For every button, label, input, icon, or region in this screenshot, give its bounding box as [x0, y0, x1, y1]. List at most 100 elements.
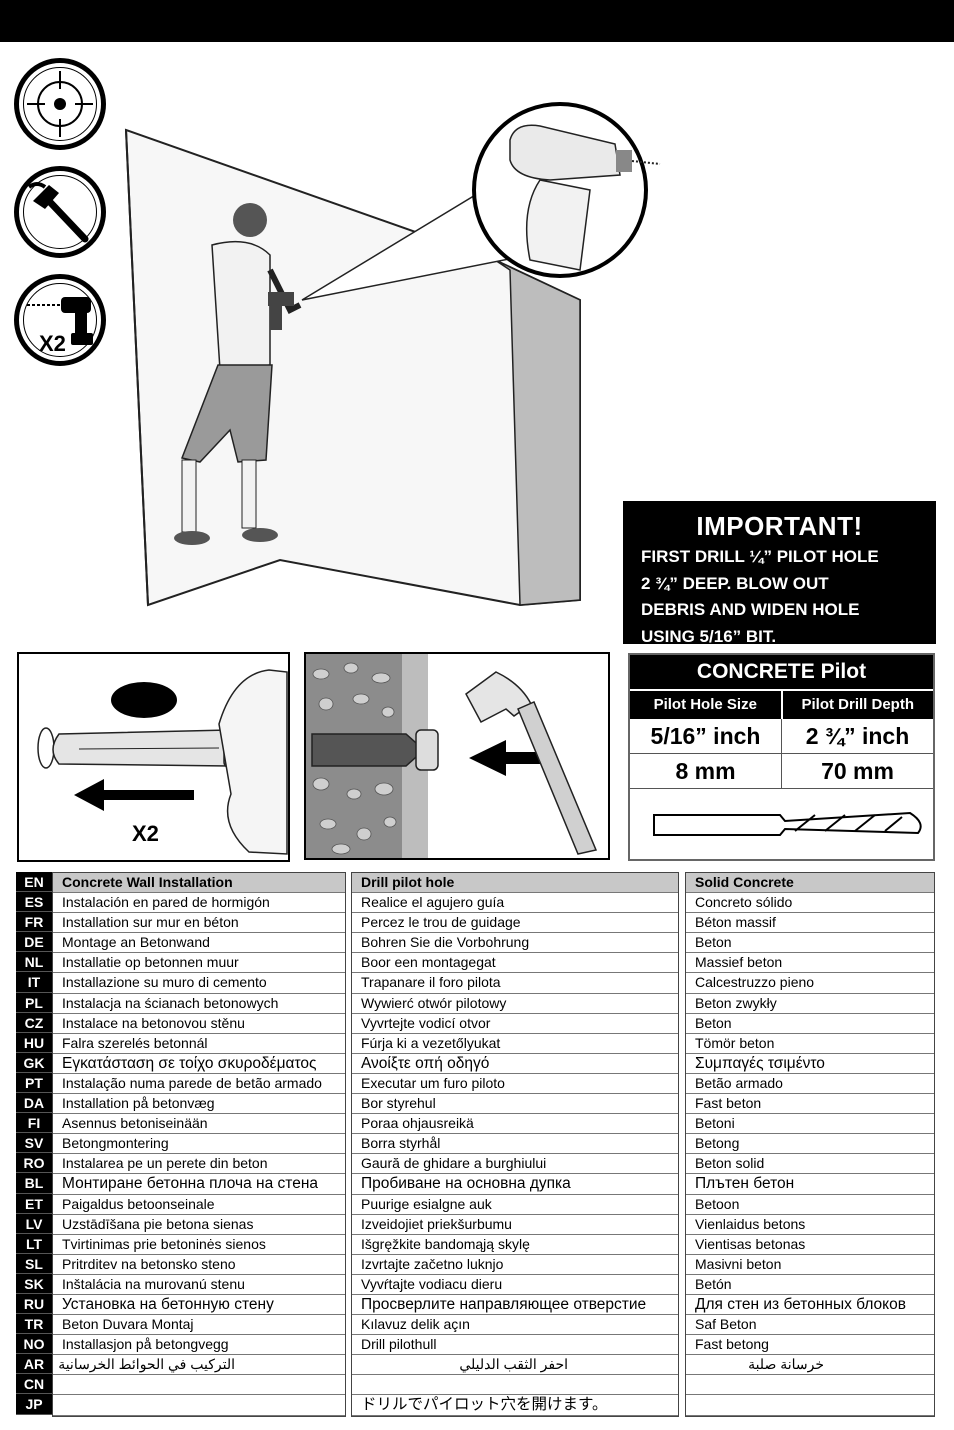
important-notice: IMPORTANT! FIRST DRILL ¼” PILOT HOLE 2 ¾… [623, 501, 936, 646]
pilot-drill-depth-header: Pilot Drill Depth [782, 689, 933, 719]
drill-pilot-hole-cell: Drill pilot hole [352, 873, 678, 894]
drill-pilot-hole-cell: Drill pilothull [352, 1335, 678, 1356]
installation-title-cell: Concrete Wall Installation [53, 873, 345, 894]
header-bar [0, 0, 954, 42]
drill-pilot-hole-cell: Gaură de ghidare a burghiului [352, 1154, 678, 1175]
language-code: HU [16, 1033, 52, 1053]
drill-pilot-hole-cell: Fúrja ki a vezetőlyukat [352, 1034, 678, 1054]
installation-title-cell: Instalacja na ścianach betonowych [53, 994, 345, 1014]
installation-title-cell: Paigaldus betoonseinale [53, 1195, 345, 1215]
concrete-pilot-table: CONCRETE Pilot Pilot Hole Size Pilot Dri… [628, 653, 935, 861]
solid-concrete-cell: Solid Concrete [686, 873, 934, 894]
drill-pilot-hole-cell: Realice el agujero guía [352, 893, 678, 914]
drill-pilot-hole-cell: Vyvrtejte vodicí otvor [352, 1014, 678, 1034]
language-code: LV [16, 1214, 52, 1234]
drill-pilot-hole-cell: Borra styrhål [352, 1134, 678, 1155]
language-code: BL [16, 1173, 52, 1194]
solid-concrete-cell: Fast beton [686, 1094, 934, 1115]
solid-concrete-cell: Beton [686, 933, 934, 954]
installation-title-cell: Instalarea pe un perete din beton [53, 1154, 345, 1175]
hammer-anchor-illustration [306, 654, 598, 858]
installation-title-cell: Instalace na betonovou stěnu [53, 1014, 345, 1034]
language-code: ES [16, 892, 52, 913]
solid-concrete-cell: Плътен бетон [686, 1174, 934, 1195]
solid-concrete-cell: Betoon [686, 1195, 934, 1215]
solid-concrete-cell: Для стен из бетонных блоков [686, 1295, 934, 1316]
solid-concrete-cell: Calcestruzzo pieno [686, 973, 934, 994]
solid-concrete-cell [686, 1375, 934, 1396]
language-code: DA [16, 1093, 52, 1114]
language-code: CZ [16, 1013, 52, 1033]
solid-concrete-cell: Béton massif [686, 913, 934, 934]
language-code: ET [16, 1194, 52, 1214]
imperial-drill-depth: 2 ¾” inch [782, 719, 933, 754]
solid-concrete-cell: Vientisas betonas [686, 1235, 934, 1255]
drill-pilot-hole-cell: Trapanare il foro pilota [352, 973, 678, 994]
installation-title-cell: Asennus betoniseinään [53, 1114, 345, 1135]
drill-count: X2 [39, 331, 66, 356]
drill-pilot-hole-cell: Просверлите направляющее отверстие [352, 1295, 678, 1316]
language-code: IT [16, 972, 52, 993]
language-code: SV [16, 1133, 52, 1154]
solid-concrete-cell: Betong [686, 1134, 934, 1155]
anchor-insertion-panel: X2 [17, 652, 290, 862]
drill-pilot-hole-cell: احفر الثقب الدليلي [352, 1355, 678, 1376]
language-code: PT [16, 1073, 52, 1094]
language-code: RU [16, 1294, 52, 1315]
important-title: IMPORTANT! [696, 511, 863, 541]
solid-concrete-cell: Beton zwykły [686, 994, 934, 1014]
language-code: RO [16, 1153, 52, 1174]
installation-title-cell: Uzstādīšana pie betona sienas [53, 1215, 345, 1235]
solid-concrete-cell: Betão armado [686, 1074, 934, 1095]
drill-pilot-hole-cell: Izveidojiet priekšurbumu [352, 1215, 678, 1235]
solid-concrete-cell: Tömör beton [686, 1034, 934, 1054]
drill-pilot-hole-cell [352, 1375, 678, 1396]
solid-concrete-cell: Concreto sólido [686, 893, 934, 914]
installation-title-cell: Inštalácia na murovanú stenu [53, 1275, 345, 1295]
installation-title-cell: Installatie op betonnen muur [53, 953, 345, 974]
solid-concrete-cell: Beton solid [686, 1154, 934, 1175]
language-code: GK [16, 1053, 52, 1073]
installation-title-cell: Installation på betonvæg [53, 1094, 345, 1115]
language-code: FI [16, 1113, 52, 1134]
installation-title-cell: Tvirtinimas prie betoninės sienos [53, 1235, 345, 1255]
installation-title-cell: Установка на бетонную стену [53, 1295, 345, 1316]
solid-concrete-cell: Massief beton [686, 953, 934, 974]
installation-title-cell: Εγκατάσταση σε τοίχο σκυροδέματος [53, 1054, 345, 1074]
language-code: AR [16, 1354, 52, 1375]
language-code: PL [16, 993, 52, 1013]
language-code: NL [16, 952, 52, 973]
installation-title-cell: Instalação numa parede de betão armado [53, 1074, 345, 1095]
hammer-icon [14, 166, 106, 258]
drill-pilot-hole-cell: Izvrtajte začetno luknjo [352, 1255, 678, 1275]
language-code: SL [16, 1254, 52, 1274]
important-line: DEBRIS AND WIDEN HOLE [641, 600, 860, 619]
language-code: SK [16, 1274, 52, 1294]
drill-pilot-hole-cell: Bor styrehul [352, 1094, 678, 1115]
solid-concrete-cell: Fast betong [686, 1335, 934, 1356]
drill-pilot-hole-cell: Ανοίξτε οπή οδηγό [352, 1054, 678, 1074]
important-line: FIRST DRILL ¼” PILOT HOLE [641, 547, 879, 566]
drill-icon: X2 [14, 274, 106, 366]
important-line: USING 5/16” BIT. [641, 626, 777, 646]
drill-pilot-hole-cell: Boor een montagegat [352, 953, 678, 974]
hammer-anchor-panel [304, 652, 610, 860]
language-code: EN [16, 872, 52, 893]
installation-title-cell: Installation sur mur en béton [53, 913, 345, 934]
drill-pilot-hole-cell: Išgręžkite bandomąją skylę [352, 1235, 678, 1255]
anchor-insertion-illustration [37, 669, 288, 855]
installation-title-cell: Монтиране бетонна плоча на стена [53, 1174, 345, 1195]
language-code: LT [16, 1234, 52, 1254]
metric-hole-size: 8 mm [630, 754, 782, 789]
language-code: JP [16, 1394, 52, 1415]
solid-concrete-cell: Saf Beton [686, 1315, 934, 1336]
installation-title-cell: Pritrditev na betonsko steno [53, 1255, 345, 1275]
wall-drilling-illustration [124, 102, 661, 607]
drill-pilot-hole-cell: Vyvŕtajte vodiacu dieru [352, 1275, 678, 1295]
solid-concrete-cell: Masivni beton [686, 1255, 934, 1275]
pilot-hole-size-header: Pilot Hole Size [630, 689, 783, 719]
